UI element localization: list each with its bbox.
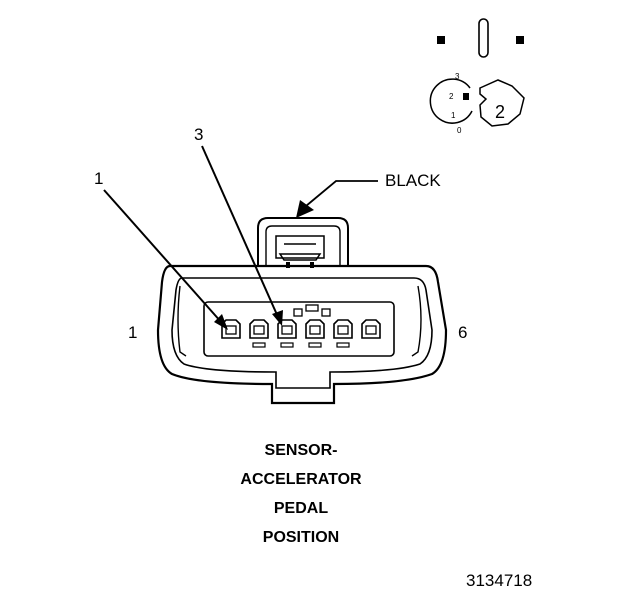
title-line-1: SENSOR- xyxy=(265,442,338,459)
connector-housing xyxy=(156,217,448,405)
color-leader xyxy=(305,180,378,207)
key-notch-2 xyxy=(305,304,319,312)
terminal-cavity-4 xyxy=(305,319,325,348)
keyway-legend: 3 2 1 0 2 xyxy=(429,18,525,135)
cavity-lock-tab xyxy=(252,342,266,348)
key-notch-3 xyxy=(321,308,331,317)
cavity-lock-tab xyxy=(280,342,294,348)
cavity-lock-tab xyxy=(308,342,322,348)
legend-position-1: 1 xyxy=(451,111,456,120)
latch-tower xyxy=(257,217,349,266)
legend-position-2: 2 xyxy=(449,92,454,101)
latch-tab-left xyxy=(286,262,290,268)
pin-3-leader xyxy=(201,145,279,318)
connector-title: SENSOR- ACCELERATOR PEDAL POSITION xyxy=(240,442,362,546)
cavity-frame xyxy=(203,301,395,357)
key-notch-1 xyxy=(293,308,303,317)
housing-inner-shell xyxy=(171,277,433,389)
legend-left-marker xyxy=(437,36,445,44)
legend-slot xyxy=(478,18,489,58)
latch xyxy=(275,235,325,259)
key-position-marker xyxy=(463,93,469,100)
title-line-4: POSITION xyxy=(263,529,339,546)
right-rail xyxy=(411,285,422,357)
pin-1-callout: 1 xyxy=(94,169,103,188)
terminal-cavity-6 xyxy=(361,319,381,339)
latch-tower-inner xyxy=(265,225,341,266)
latch-tab-right xyxy=(310,262,314,268)
left-rail xyxy=(177,285,187,357)
key-body xyxy=(479,79,525,127)
title-line-2: ACCELERATOR xyxy=(240,471,362,488)
connector-color-label: BLACK xyxy=(385,171,441,190)
title-line-3: PEDAL xyxy=(274,500,328,517)
terminal-cavities xyxy=(221,319,381,348)
pin-1-arrowhead xyxy=(214,314,228,330)
left-end-pin-label: 1 xyxy=(128,323,137,342)
pin-3-arrowhead xyxy=(272,310,283,326)
pin-3-callout: 3 xyxy=(194,125,203,144)
key-ring xyxy=(429,78,473,124)
color-arrowhead xyxy=(296,200,314,218)
figure-number: 3134718 xyxy=(466,571,532,590)
terminal-cavity-1 xyxy=(221,319,241,339)
cavity-lock-tab xyxy=(336,342,350,348)
terminal-cavity-2 xyxy=(249,319,269,348)
pin-1-leader xyxy=(103,189,223,324)
latch-detail xyxy=(278,243,322,261)
terminal-cavity-5 xyxy=(333,319,353,348)
legend-right-marker xyxy=(516,36,524,44)
legend-key-number: 2 xyxy=(495,102,505,122)
legend-position-3: 3 xyxy=(455,72,460,81)
housing-outer-shell xyxy=(156,264,448,405)
leader-lines xyxy=(103,145,378,330)
legend-position-0: 0 xyxy=(457,126,462,135)
right-end-pin-label: 6 xyxy=(458,323,467,342)
